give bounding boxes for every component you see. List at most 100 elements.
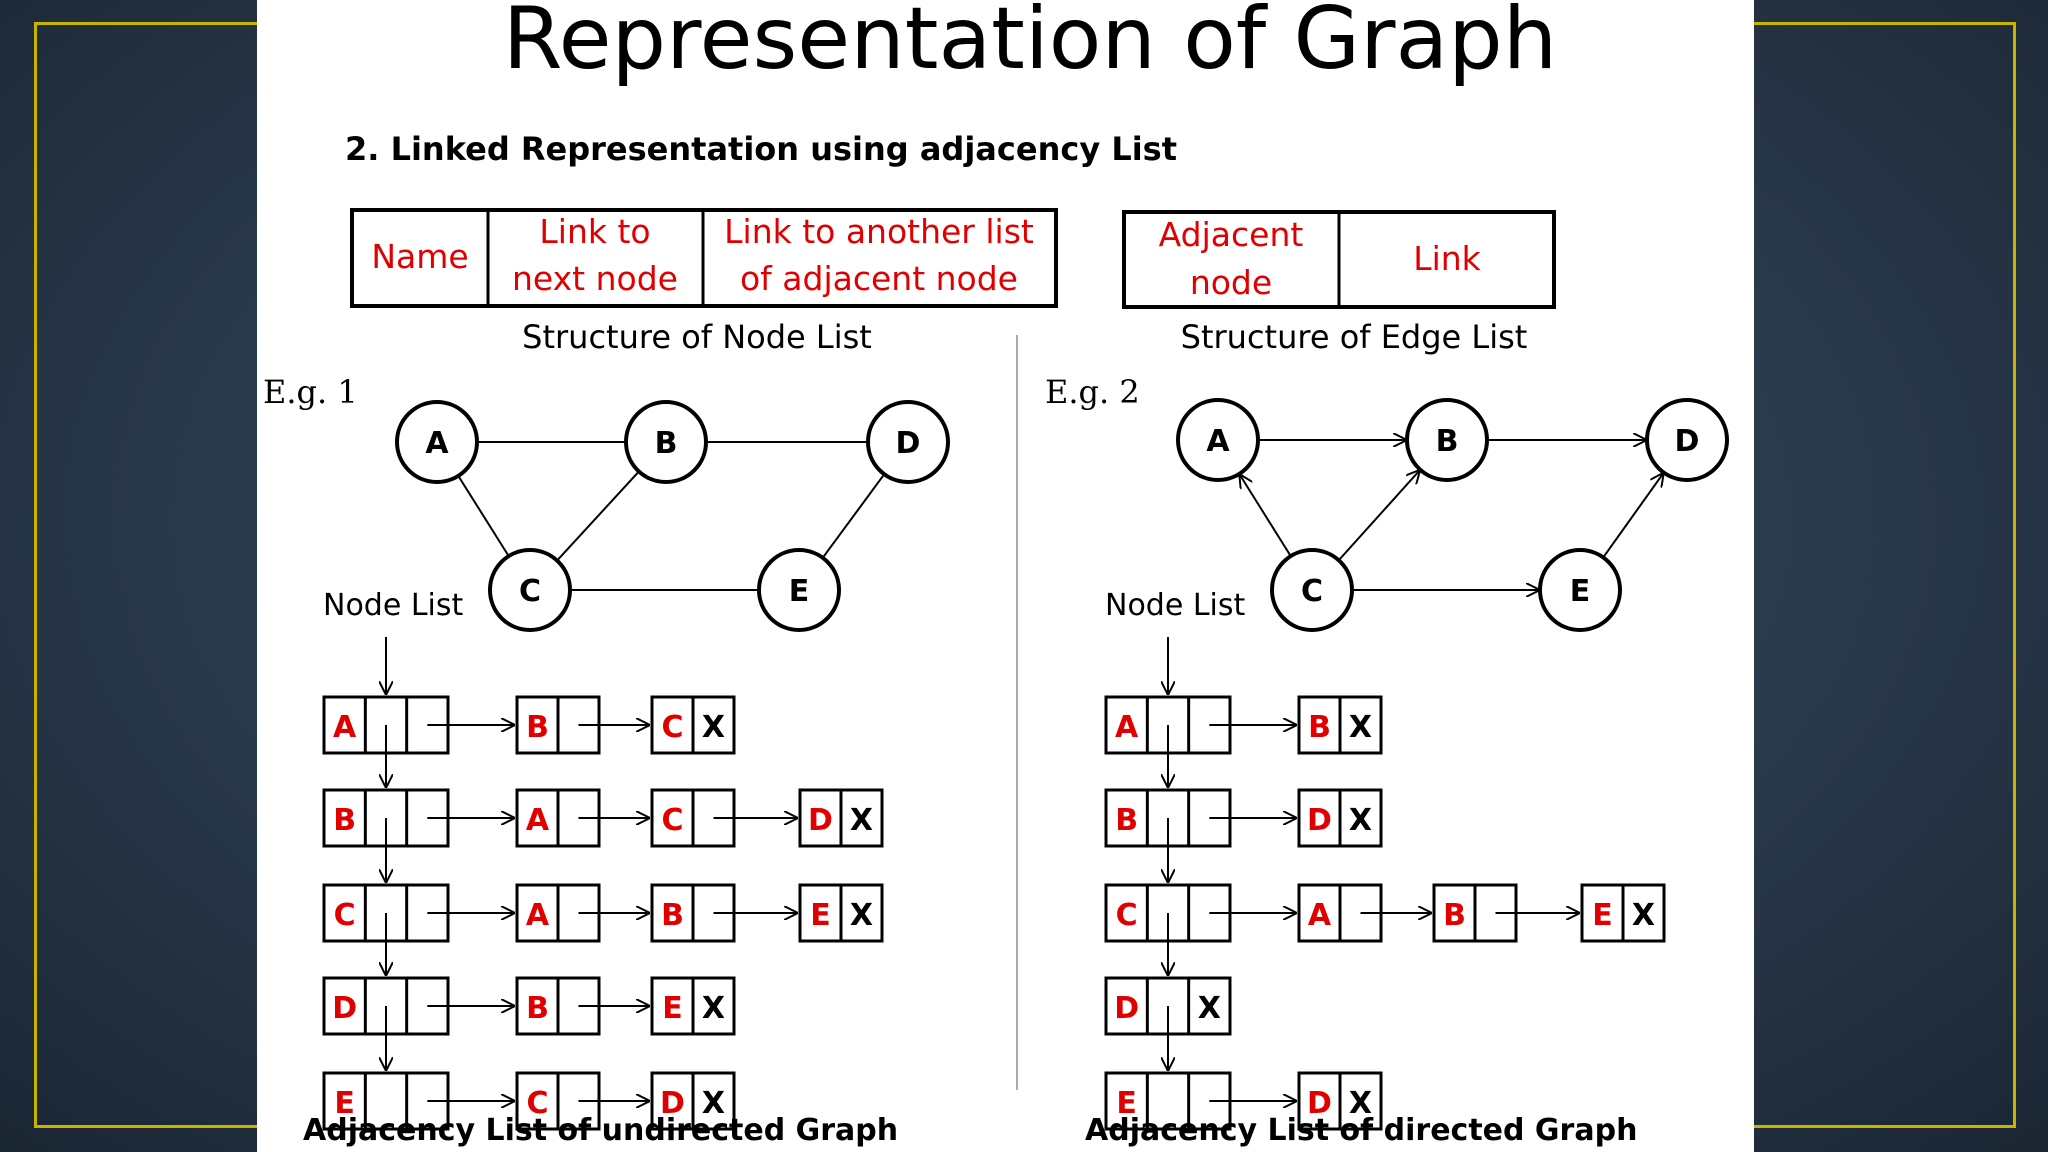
graph-node-c [488,548,572,632]
edge-record-node: D [1307,1086,1332,1121]
section-subtitle: 2. Linked Representation using adjacency… [345,130,1177,168]
node-record-name: E [1116,1086,1137,1121]
edge-record-node: B [1443,898,1466,933]
edge-record-node: E [1592,898,1613,933]
node-record-name: B [1115,803,1138,838]
edge-structure-table: Adjacent node Link [1122,210,1556,309]
edge-E-D [1602,473,1664,559]
page-title: Representation of Graph [503,0,1558,89]
node-record-name: E [334,1086,355,1121]
node-field-next-line2: next node [512,259,678,298]
edge-field-adj-line1: Adjacent [1159,215,1304,254]
example2-node-list-label: Node List [1105,588,1246,623]
graph-node-label-d: D [1675,424,1700,459]
edge-A-C [457,475,510,557]
graph-node-label-b: B [655,426,678,461]
edge-record-b-a: A [515,788,601,848]
edge-field-adj-line2: node [1190,263,1272,302]
edge-record-node: A [526,898,550,933]
graph-node-label-a: A [1206,424,1230,459]
graph-node-label-e: E [789,574,810,609]
edge-record-node: D [660,1086,685,1121]
graph-node-e [1538,548,1622,632]
edge-C-B [1338,470,1420,561]
edge-structure-caption: Structure of Edge List [1181,318,1528,356]
node-structure-table: Name Link to next node Link to another l… [350,208,1058,308]
graph-node-label-e: E [1570,574,1591,609]
edge-record-d-b: B [515,976,601,1036]
example1-label: E.g. 1 [263,373,358,411]
edge-record-node: E [810,898,831,933]
graph-node-e [757,548,841,632]
null-marker: X [702,1086,725,1121]
node-field-next-line1: Link to [539,212,650,251]
edge-record-node: A [1308,898,1332,933]
graph-node-label-a: A [425,426,449,461]
graph-node-b [1405,398,1489,482]
edge-C-A [1239,474,1292,557]
graph-node-label-c: C [519,574,541,609]
example2-footer: Adjacency List of directed Graph [1085,1113,1637,1148]
edge-record-node: C [526,1086,548,1121]
edge-record-c-b: B [650,883,736,943]
edge-record-node: B [526,710,549,745]
example1-node-list-label: Node List [323,588,464,623]
node-record-name: C [334,898,356,933]
null-marker: X [1198,991,1221,1026]
node-record-name: D [1114,991,1139,1026]
example1-graph: A B C D E [395,400,950,632]
edge-B-C [556,470,640,562]
node-field-name: Name [371,237,468,276]
graph-node-label-c: C [1301,574,1323,609]
node-field-adj-line2: of adjacent node [740,259,1018,298]
node-record-name: B [333,803,356,838]
edge-record-node: B [661,898,684,933]
node-record-name: A [333,710,357,745]
edge-record-node: A [526,803,550,838]
edge-record-node: E [662,991,683,1026]
slide: Representation of Graph 2. Linked Repres… [257,0,1754,1152]
edge-record-node: B [526,991,549,1026]
edge-record-node: C [661,803,683,838]
graph-node-b [624,400,708,484]
node-structure-caption: Structure of Node List [522,318,872,356]
node-record-name: A [1115,710,1139,745]
graph-node-label-b: B [1436,424,1459,459]
null-marker: X [850,898,873,933]
null-marker: X [1349,803,1372,838]
graph-node-label-d: D [896,426,921,461]
null-marker: X [702,991,725,1026]
graph-node-a [395,400,479,484]
graph-node-d [1645,398,1729,482]
node-record-name: C [1116,898,1138,933]
graph-node-c [1270,548,1354,632]
example2-label: E.g. 2 [1045,373,1140,411]
node-field-adj-line1: Link to another list [724,212,1034,251]
edge-record-node: D [808,803,833,838]
null-marker: X [702,710,725,745]
graph-node-a [1176,398,1260,482]
edge-record-node: C [661,710,683,745]
graph-node-d [866,400,950,484]
edge-field-link: Link [1413,239,1481,278]
edge-E-D [821,473,886,559]
edge-record-node: D [1307,803,1332,838]
